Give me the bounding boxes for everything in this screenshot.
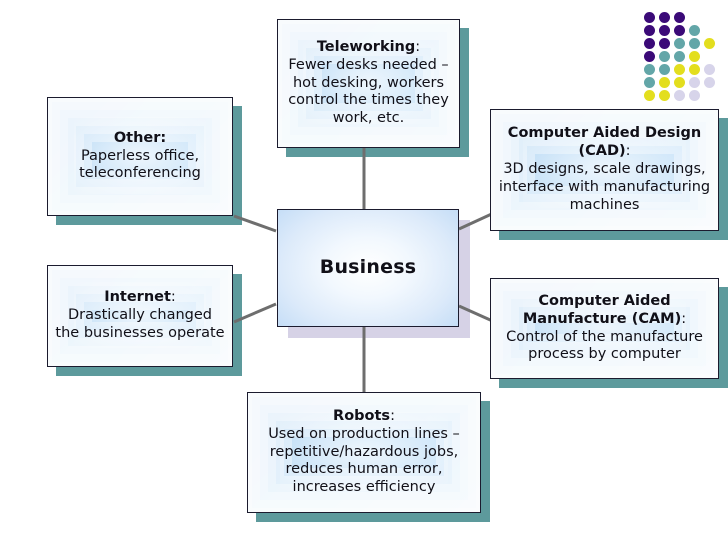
node-text: Other: Paperless office, teleconferencin… [48, 130, 232, 184]
decorative-dot [644, 38, 655, 49]
node-title-suffix: : [415, 38, 421, 55]
node-title: Computer Aided Manufacture (CAM) [522, 292, 682, 327]
decorative-dot [659, 64, 670, 75]
node-other[interactable]: Other: Paperless office, teleconferencin… [47, 97, 242, 225]
decorative-dot [674, 77, 685, 88]
node-cad[interactable]: Computer Aided Design (CAD): 3D designs,… [490, 109, 728, 240]
decorative-dot-grid [644, 12, 728, 108]
decorative-dot [644, 12, 655, 23]
decorative-dot [689, 77, 700, 88]
node-title: Internet [104, 289, 171, 306]
node-body: Paperless office, teleconferencing [79, 147, 201, 182]
node-cam[interactable]: Computer Aided Manufacture (CAM): Contro… [490, 278, 728, 388]
decorative-dot [674, 64, 685, 75]
node-title-suffix: : [681, 310, 687, 327]
decorative-dot [659, 25, 670, 36]
node-title: Robots [333, 407, 391, 424]
node-text: Robots: Used on production lines – repet… [248, 408, 480, 498]
node-text: Computer Aided Manufacture (CAM): Contro… [491, 293, 718, 365]
decorative-dot [644, 77, 655, 88]
decorative-dot [704, 64, 715, 75]
node-body: Control of the manufacture process by co… [506, 328, 703, 363]
node-body: 3D designs, scale drawings, interface wi… [498, 161, 711, 213]
decorative-dot [674, 25, 685, 36]
decorative-dot [659, 38, 670, 49]
node-body: Drastically changed the businesses opera… [55, 307, 225, 341]
node-title-suffix: : [170, 289, 176, 306]
decorative-dot [689, 64, 700, 75]
connector-business-cad [458, 210, 497, 231]
decorative-dot [689, 51, 700, 62]
decorative-dot [659, 90, 670, 101]
decorative-dot [644, 25, 655, 36]
decorative-dot [704, 77, 715, 88]
node-text: Teleworking: Fewer desks needed – hot de… [278, 39, 459, 129]
connector-business-internet [233, 302, 277, 324]
decorative-dot [689, 38, 700, 49]
node-body: Fewer desks needed – hot desking, worker… [288, 56, 449, 127]
node-internet[interactable]: Internet: Drastically changed the busine… [47, 265, 242, 376]
decorative-dot [644, 51, 655, 62]
decorative-dot [689, 90, 700, 101]
decorative-dot [704, 38, 715, 49]
node-title-suffix: : [625, 143, 631, 160]
node-teleworking[interactable]: Teleworking: Fewer desks needed – hot de… [277, 19, 469, 157]
decorative-dot [644, 90, 655, 101]
decorative-dot [674, 90, 685, 101]
node-robots[interactable]: Robots: Used on production lines – repet… [247, 392, 490, 522]
node-business-center[interactable]: Business [277, 209, 470, 338]
decorative-dot [674, 51, 685, 62]
decorative-dot [644, 64, 655, 75]
node-title: Computer Aided Design (CAD) [507, 125, 702, 160]
decorative-dot [674, 38, 685, 49]
node-title: Teleworking [316, 38, 416, 55]
decorative-dot [674, 12, 685, 23]
decorative-dot [659, 51, 670, 62]
node-text: Internet: Drastically changed the busine… [48, 289, 232, 343]
connector-business-other [233, 214, 277, 233]
node-text: Computer Aided Design (CAD): 3D designs,… [491, 125, 718, 215]
center-node-label: Business [319, 256, 417, 279]
decorative-dot [689, 25, 700, 36]
node-title-suffix: : [390, 407, 395, 424]
node-title: Other: [113, 129, 167, 146]
node-body: Used on production lines – repetitive/ha… [268, 425, 460, 496]
decorative-dot [659, 12, 670, 23]
decorative-dot [659, 77, 670, 88]
